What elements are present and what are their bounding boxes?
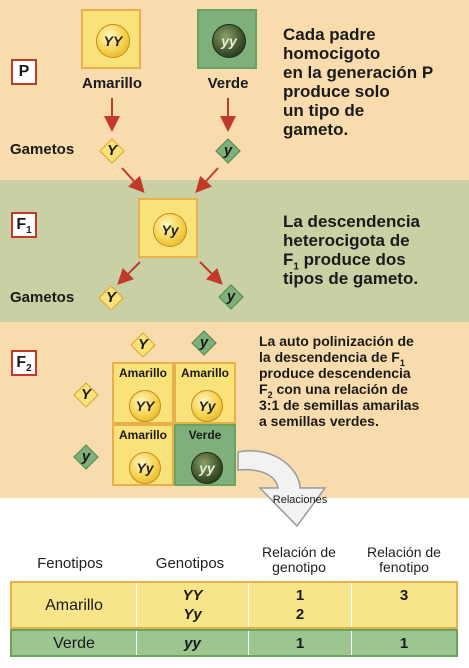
pea-icon: Yy <box>129 452 161 484</box>
f1-gamete-green: y <box>218 284 244 310</box>
f1-gametes-label: Gametos <box>10 289 75 306</box>
punnett-cell-yy-hetero-1: Amarillo Yy <box>174 362 236 424</box>
f2-top-gamete-green: y <box>191 330 217 356</box>
f1-generation-label: F1 <box>11 212 37 238</box>
f2-generation-label: F2 <box>11 350 37 376</box>
header-phenotypes: Fenotipos <box>37 555 103 572</box>
header-genotype-ratio: Relación de genotipo <box>262 544 336 575</box>
f1-pea-icon: Yy <box>153 213 187 247</box>
table-row-green: Verde yy 1 1 <box>10 629 458 657</box>
arrow-gamete-g-to-f1 <box>195 167 219 193</box>
table-cell-genotypes: yy <box>136 631 248 655</box>
pea-icon: YY <box>129 390 161 422</box>
f2-left-gamete-green: y <box>73 444 99 470</box>
punnett-cell-yy-recessive: Verde yy <box>174 424 236 486</box>
table-cell-genotypes: YY Yy <box>136 583 248 627</box>
f1-offspring-box: Yy <box>138 198 198 258</box>
table-cell-phenotype: Amarillo <box>45 597 103 614</box>
table-cell-phenotype-ratio: 1 <box>351 631 456 655</box>
header-genotypes: Genotipos <box>155 555 225 572</box>
green-pea-icon: yy <box>191 452 223 484</box>
yellow-parent-label: Amarillo <box>81 75 142 92</box>
green-pea-icon: yy <box>212 24 246 58</box>
green-parent-label: Verde <box>207 75 249 92</box>
f2-left-gamete-yellow: Y <box>73 382 99 408</box>
f1-gamete-yellow: Y <box>98 285 124 311</box>
arrow-f1-to-gamete-g <box>199 261 223 285</box>
table-cell-genotype-ratio: 1 2 <box>248 583 351 627</box>
green-parent-box: yy <box>197 9 257 69</box>
p-gametes-label: Gametos <box>10 141 75 158</box>
table-cell-phenotype-ratio: 3 <box>351 583 456 627</box>
table-cell-phenotype: Verde <box>53 635 95 652</box>
relations-label: Relaciones <box>272 494 328 506</box>
p-generation-label: P <box>11 59 37 85</box>
arrow-gamete-y-to-f1 <box>121 167 145 193</box>
p-gamete-green: y <box>215 138 241 164</box>
yellow-pea-icon: YY <box>96 24 130 58</box>
yellow-parent-box: YY <box>81 9 141 69</box>
arrow-f1-to-gamete-y <box>117 261 141 285</box>
f1-description: La descendencia heterocigota de F1 produ… <box>283 212 421 288</box>
punnett-cell-yy-dominant: Amarillo YY <box>112 362 174 424</box>
pea-icon: Yy <box>191 390 223 422</box>
p-description: Cada padre homocigoto en la generación P… <box>283 25 434 139</box>
header-phenotype-ratio: Relación de fenotipo <box>367 544 441 575</box>
f2-top-gamete-yellow: Y <box>130 332 156 358</box>
table-cell-genotype-ratio: 1 <box>248 631 351 655</box>
f2-description: La auto polinización de la descendencia … <box>259 333 420 429</box>
punnett-cell-yy-hetero-2: Amarillo Yy <box>112 424 174 486</box>
relations-callout-shape <box>237 450 327 528</box>
table-row-yellow: Amarillo YY Yy 1 2 3 <box>10 581 458 629</box>
p-gamete-yellow: Y <box>99 138 125 164</box>
